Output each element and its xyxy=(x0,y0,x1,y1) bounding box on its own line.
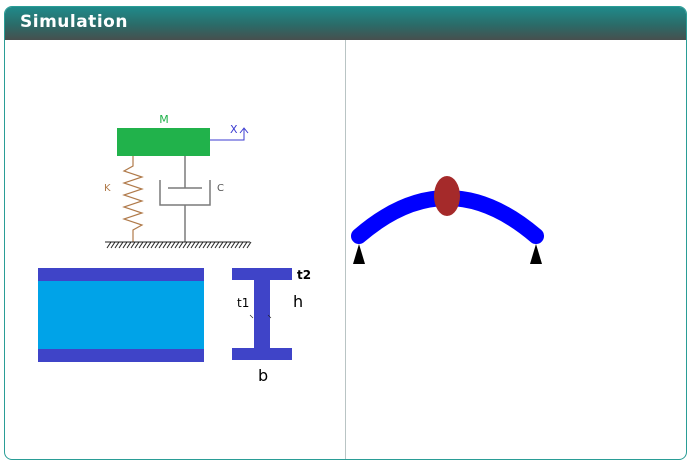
left-support xyxy=(353,244,365,264)
spring-label: K xyxy=(104,183,111,194)
i-beam-top-flange xyxy=(232,268,292,280)
simulation-panel: Simulation xyxy=(4,6,687,460)
ground-hatch xyxy=(138,241,144,249)
flange-thickness-label: t2 xyxy=(297,268,311,282)
ground-hatch xyxy=(178,241,184,249)
mass-label: M xyxy=(159,113,169,126)
ground-hatch xyxy=(218,241,224,249)
ground-hatch xyxy=(154,241,160,249)
ground-hatch xyxy=(214,241,220,249)
ground-hatch xyxy=(198,241,204,249)
panel-title: Simulation xyxy=(20,12,128,32)
width-label: b xyxy=(258,366,268,385)
displacement-arrow xyxy=(210,127,249,141)
ground-hatch xyxy=(186,241,192,249)
i-beam-bottom-flange xyxy=(232,348,292,360)
deflected-beam-animation xyxy=(351,176,544,264)
spring xyxy=(122,156,144,242)
right-support xyxy=(530,244,542,264)
i-beam-web xyxy=(254,280,270,348)
web-thickness-label: t1 xyxy=(237,296,249,310)
ground-hatch xyxy=(174,241,180,249)
ground-hatch xyxy=(234,241,240,249)
ground-hatch xyxy=(210,241,216,249)
panel-header: Simulation xyxy=(5,7,686,40)
web-thickness-marker xyxy=(249,314,272,319)
ground-hatch xyxy=(150,241,156,249)
ground-hatch xyxy=(246,241,252,249)
height-label: h xyxy=(293,292,303,311)
ground-hatch xyxy=(118,241,124,249)
ground-hatch xyxy=(194,241,200,249)
ground-hatch xyxy=(242,241,248,249)
ground-hatch xyxy=(126,241,132,249)
damper xyxy=(159,156,211,242)
ground-hatch xyxy=(158,241,164,249)
ground-hatch xyxy=(206,241,212,249)
ground-hatch xyxy=(190,241,196,249)
damper-label: C xyxy=(217,183,224,194)
ground-hatch xyxy=(182,241,188,249)
ground-hatch xyxy=(114,241,120,249)
ground-hatch xyxy=(146,241,152,249)
panel-divider xyxy=(345,40,346,459)
ground-hatch xyxy=(238,241,244,249)
ground-hatch xyxy=(142,241,148,249)
ground-hatch xyxy=(230,241,236,249)
displacement-label: X xyxy=(230,123,238,136)
beam-side-view xyxy=(38,268,204,362)
ground-hatch xyxy=(226,241,232,249)
mass-block xyxy=(117,128,210,156)
ground-hatch xyxy=(106,241,112,249)
ground-hatch xyxy=(170,241,176,249)
ground-hatch xyxy=(202,241,208,249)
beam-web-area xyxy=(38,281,204,349)
ground-hatch xyxy=(166,241,172,249)
ground xyxy=(105,241,252,249)
beam-top-flange xyxy=(38,268,204,281)
ground-hatch xyxy=(110,241,116,249)
ground-hatch xyxy=(122,241,128,249)
load-mass xyxy=(434,176,460,216)
ground-hatch xyxy=(222,241,228,249)
beam-bottom-flange xyxy=(38,349,204,362)
ground-hatch xyxy=(162,241,168,249)
ground-hatch xyxy=(130,241,136,249)
ground-hatch xyxy=(134,241,140,249)
i-beam-cross-section xyxy=(232,268,292,360)
spring-mass-damper-diagram: M X K C xyxy=(104,113,252,249)
